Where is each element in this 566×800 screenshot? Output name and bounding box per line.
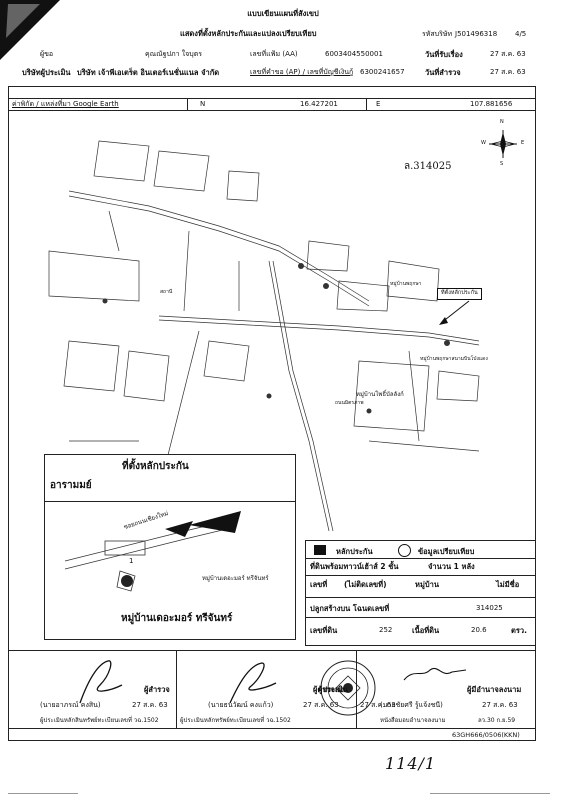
- legend-deed-no: 314025: [476, 604, 503, 612]
- company-name: บริษัท เจ้าพีเอเตร็ต อินเตอร์เนชั่นแนล จ…: [77, 68, 220, 77]
- applicant-label: ผู้ขอ: [40, 50, 54, 58]
- doc-code-label: รหัสบริษัท: [422, 30, 453, 38]
- legend-area-unit: ตรว.: [511, 626, 527, 635]
- inset-village-label: หมู่บ้านเดอะมอร์ ทรีจันทร์: [202, 575, 269, 582]
- compass-rose: N S W E: [481, 120, 525, 167]
- comparison-marker-icon: [398, 544, 411, 557]
- legend-land-no: 252: [379, 626, 393, 634]
- received-date-label: วันที่รับเรื่อง: [425, 50, 463, 59]
- legend-area-value: 20.6: [471, 626, 487, 634]
- handwritten-page-note: 114/1: [385, 754, 437, 773]
- doc-code: J501496318: [455, 30, 498, 38]
- compass-w: W: [481, 140, 486, 146]
- legend-row1: ที่ดินพร้อมทาวน์เฮ้าส์ 2 ชั้น: [310, 562, 399, 571]
- surveyor-name: (นายอาภรณ์ คงสิน): [40, 701, 101, 709]
- compass-n: N: [500, 119, 504, 125]
- company-seal-icon: [320, 660, 376, 716]
- authorized-license: หนังสือมอบอำนาจลงนาม: [380, 717, 446, 724]
- site-map: [9, 111, 535, 551]
- east-label: E: [376, 100, 381, 108]
- reviewer-date: 27 ส.ค. 63: [303, 701, 339, 709]
- form-code: 63GH666/0506(KKN): [452, 731, 520, 739]
- coords-label: ค่าพิกัด / แหล่งที่มา Google Earth: [12, 100, 119, 108]
- compass-icon: [489, 130, 517, 158]
- village-label-1: หมู่บ้านพฤกษา: [390, 281, 422, 287]
- doc-subtitle: แสดงที่ตั้งหลักประกันและแปลงเปรียบเทียบ: [180, 29, 317, 38]
- inset-map: ที่ตั้งหลักประกัน อารามมย์ ซอยถนนเชียงให…: [44, 454, 296, 640]
- legend-deed-label: ปลูกสร้างบน โฉนดเลขที่: [310, 604, 390, 613]
- inset-village-caption: หมู่บ้านเดอะมอร์ ทรีจันทร์: [121, 613, 233, 624]
- reviewer-license: ผู้ประเมินหลักทรัพย์ทะเบียนเลขที่ วฉ.150…: [180, 717, 291, 724]
- authorized-date: 27 ส.ค. 63: [482, 701, 518, 709]
- legend-land-no-label: เลขที่ดิน: [310, 626, 338, 635]
- village-label-2: หมู่บ้านพฤกษาสนามบินโป่งแดง: [420, 356, 488, 362]
- file-no-label: เลขที่แฟ้ม (AA): [250, 50, 298, 58]
- appraiser-role: ผู้ประเมิน: [318, 685, 348, 694]
- survey-date: 27 ส.ค. 63: [490, 68, 526, 76]
- reviewer-role: ผู้ตรวจสอบ: [313, 685, 349, 694]
- road-label: ถนนมิตรภาพ: [335, 400, 364, 406]
- appraiser-date: 27 ส.ค. 63: [360, 701, 396, 709]
- site-callout-box: ที่ตั้งหลักประกัน: [437, 288, 482, 300]
- company-label: บริษัทผู้ประเมิน: [22, 68, 71, 77]
- surveyor-signature: [79, 660, 123, 704]
- legend-row1-count: จำนวน 1 หลัง: [428, 562, 475, 571]
- inset-drawing: [64, 511, 241, 592]
- handwritten-deed-code: ล.314025: [404, 161, 452, 172]
- inset-title: ที่ตั้งหลักประกัน: [122, 461, 189, 472]
- compass-s: S: [500, 161, 504, 167]
- legend-village-label: หมู่บ้าน: [415, 580, 439, 589]
- north-label: N: [200, 100, 206, 108]
- authorized-signature: [403, 668, 467, 681]
- doc-title: แบบเขียนแผนที่สังเขป: [247, 9, 319, 18]
- received-date: 27 ส.ค. 63: [490, 50, 526, 58]
- collateral-marker-icon: [314, 545, 326, 555]
- owner-name: คุณณัฐปภา ใจบุตร: [145, 50, 203, 58]
- survey-date-label: วันที่สำรวจ: [425, 68, 461, 77]
- legend-area-label: เนื้อที่ดิน: [412, 626, 440, 635]
- surveyor-date: 27 ส.ค. 63: [132, 701, 168, 709]
- surveyor-license: ผู้ประเมินหลักสินทรัพย์ทะเบียนเลขที่ วฉ.…: [40, 717, 159, 724]
- surveyor-role: ผู้สำรวจ: [144, 685, 170, 694]
- file-no-value: 6003404550001: [325, 50, 383, 58]
- request-ref-label: เลขที่คำขอ (AP) / เลขที่บัญชีเงินกู้: [250, 68, 354, 76]
- map-drawing: [48, 140, 480, 532]
- authorized-license-date: ลว.30 ก.ย.59: [478, 717, 516, 724]
- legend-comparison: ข้อมูลเปรียบเทียบ: [418, 547, 475, 556]
- temple-label: สถานี: [160, 289, 173, 295]
- legend-box: หลักประกัน ข้อมูลเปรียบเทียบ ที่ดินพร้อม…: [305, 540, 536, 646]
- legend-collateral: หลักประกัน: [336, 547, 373, 556]
- compass-e: E: [521, 140, 525, 146]
- page-number: 4/5: [515, 30, 527, 38]
- reviewer-signature: [229, 662, 277, 704]
- authorized-name: (นายชัยศรี รู้แจ้งชนี): [380, 701, 443, 709]
- reviewer-name: (นายธนวัฒน์ คงแก้ว): [208, 701, 274, 709]
- legend-row2-label: เลขที่: [310, 580, 328, 589]
- legend-house-no: (ไม่ติดเลขที่): [344, 580, 387, 589]
- request-ref-value: 6300241657: [360, 68, 405, 76]
- north-value: 16.427201: [300, 100, 338, 108]
- map-frame: [8, 86, 536, 741]
- legend-village-value: ไม่มีชื่อ: [496, 580, 520, 589]
- village-label-3: หมู่บ้านโพธิ์บัลลังก์: [356, 391, 404, 398]
- corner-stamp: [0, 0, 60, 60]
- authorized-role: ผู้มีอำนาจลงนาม: [467, 685, 522, 694]
- east-value: 107.881656: [470, 100, 513, 108]
- inset-number: 1: [129, 557, 134, 565]
- inset-left-label: อารามมย์: [50, 480, 92, 491]
